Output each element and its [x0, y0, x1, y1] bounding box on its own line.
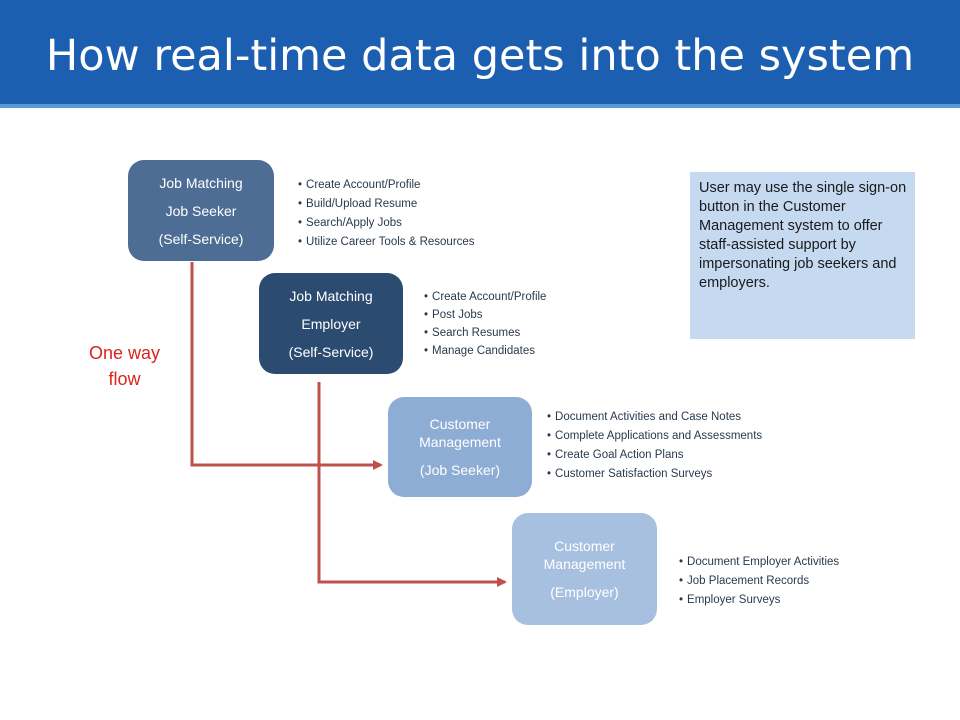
cm-job-seeker-features-list: Document Activities and Case Notes Compl…	[547, 408, 762, 484]
list-item: Post Jobs	[424, 306, 546, 324]
box-line: Customer Management	[419, 416, 501, 450]
flow-label-line: One way	[88, 343, 161, 363]
box-line: Job Matching	[159, 174, 243, 191]
flow-arrow-employer	[317, 382, 507, 587]
box-line: (Self-Service)	[158, 230, 244, 247]
box-line: (Job Seeker)	[419, 462, 501, 478]
list-item: Document Employer Activities	[679, 553, 839, 572]
employer-features-list: Create Account/Profile Post Jobs Search …	[424, 288, 546, 360]
list-item: Create Account/Profile	[424, 288, 546, 306]
flow-label-line: flow	[108, 369, 141, 389]
sso-note-box: User may use the single sign-on button i…	[690, 172, 915, 339]
box-line: (Self-Service)	[288, 343, 374, 360]
box-line: Employer	[301, 315, 361, 332]
list-item: Complete Applications and Assessments	[547, 427, 762, 446]
job-seeker-features-list: Create Account/Profile Build/Upload Resu…	[298, 176, 475, 252]
title-bar: How real-time data gets into the system	[0, 0, 960, 108]
slide-title: How real-time data gets into the system	[45, 31, 915, 81]
list-item: Create Account/Profile	[298, 176, 475, 195]
list-item: Search/Apply Jobs	[298, 214, 475, 233]
list-item: Manage Candidates	[424, 342, 546, 360]
list-item: Search Resumes	[424, 324, 546, 342]
one-way-flow-label: One way flow	[72, 340, 177, 392]
list-item: Document Activities and Case Notes	[547, 408, 762, 427]
box-line: Customer Management	[543, 538, 626, 572]
list-item: Customer Satisfaction Surveys	[547, 465, 762, 484]
box-line: Job Matching	[289, 287, 373, 304]
list-item: Employer Surveys	[679, 591, 839, 610]
list-item: Utilize Career Tools & Resources	[298, 233, 475, 252]
list-item: Build/Upload Resume	[298, 195, 475, 214]
job-matching-job-seeker-box: Job Matching Job Seeker (Self-Service)	[128, 160, 274, 261]
job-matching-employer-box: Job Matching Employer (Self-Service)	[259, 273, 403, 374]
list-item: Job Placement Records	[679, 572, 839, 591]
customer-management-employer-box: Customer Management (Employer)	[512, 513, 657, 625]
customer-management-job-seeker-box: Customer Management (Job Seeker)	[388, 397, 532, 497]
box-line: Job Seeker	[165, 202, 237, 219]
list-item: Create Goal Action Plans	[547, 446, 762, 465]
box-line: (Employer)	[550, 584, 619, 600]
cm-employer-features-list: Document Employer Activities Job Placeme…	[679, 553, 839, 610]
